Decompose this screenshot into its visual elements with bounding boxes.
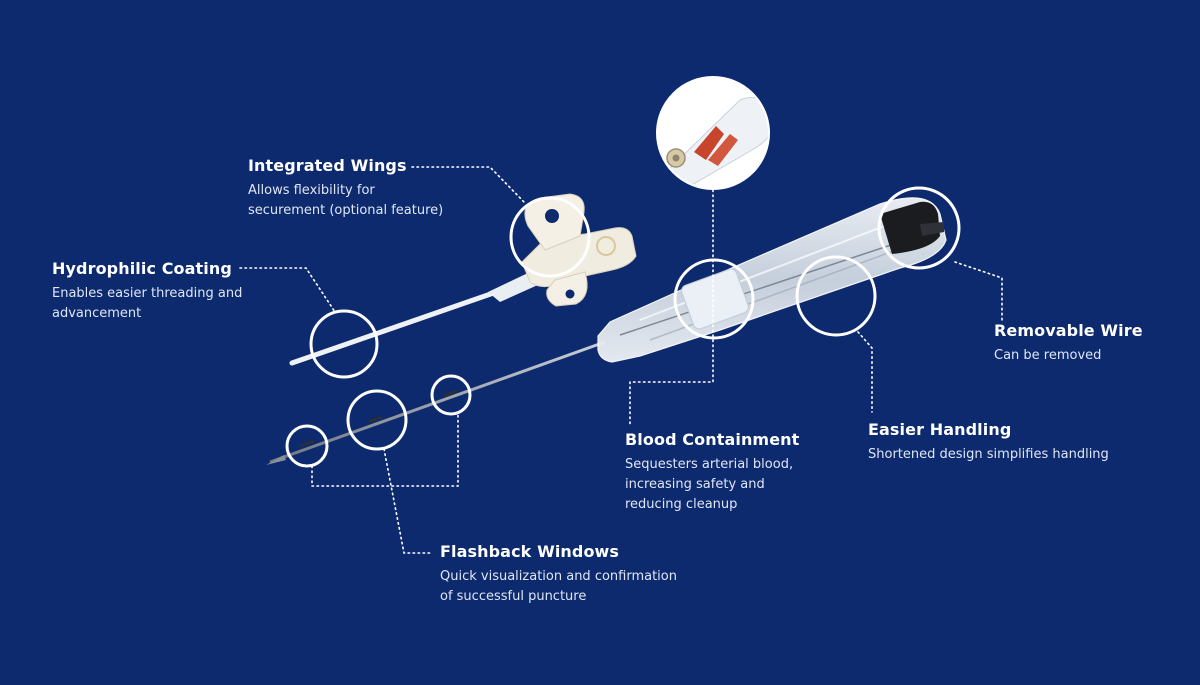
highlight-circles — [285, 186, 961, 468]
upper-wing-hole — [545, 209, 559, 223]
handling-leader — [857, 331, 873, 413]
flashback-windows-title: Flashback Windows — [440, 542, 620, 561]
blood-highlight-circle — [673, 258, 755, 340]
hydrophilic-coating-description: Enables easier threading and advancement — [52, 284, 272, 324]
inset-blood-left — [694, 126, 724, 160]
flashback-windows-description: Quick visualization and confirmation of … — [440, 567, 700, 607]
handling-highlight-circle — [795, 255, 877, 337]
lower-wing — [546, 271, 588, 307]
blood-containment-desc-line: Sequesters arterial blood, — [625, 457, 794, 472]
actuator-tab — [920, 222, 944, 236]
wire-actuator — [880, 201, 940, 254]
flash-highlight-circle-3 — [430, 374, 472, 416]
callout-easier-handling: Easier Handling Shortened design simplif… — [868, 420, 1168, 465]
catheter-with-wings — [289, 193, 637, 366]
blood-containment-description: Sequesters arterial blood, increasing sa… — [625, 455, 835, 515]
inset-port-center — [672, 154, 680, 162]
integrated-wings-title: Integrated Wings — [248, 156, 407, 175]
flashback-windows-desc-line: Quick visualization and confirmation — [440, 569, 677, 584]
needle-shaft — [269, 340, 606, 464]
blood-containment-title: Blood Containment — [625, 430, 800, 449]
removable-wire-title: Removable Wire — [994, 321, 1143, 340]
inset-leader — [629, 189, 714, 426]
blood-containment-inset — [656, 76, 770, 190]
removable-wire-desc-line: Can be removed — [994, 348, 1102, 363]
callout-hydrophilic-coating: Hydrophilic Coating Enables easier threa… — [52, 259, 272, 324]
needle-tip — [266, 455, 286, 465]
guide-wire — [619, 231, 931, 336]
hydrophilic-coating-title: Hydrophilic Coating — [52, 259, 232, 278]
removable-wire-description: Can be removed — [994, 346, 1184, 366]
hub-port — [596, 236, 616, 256]
inset-border — [656, 76, 770, 190]
integrated-wings-desc-line: Allows flexibility for — [248, 183, 375, 198]
inset-chamber — [667, 97, 769, 187]
flash-leader — [383, 448, 433, 554]
coating-leader — [239, 267, 336, 313]
flash-mark-3 — [443, 389, 458, 398]
body-highlight-1 — [639, 219, 901, 321]
wire-highlight-circle — [877, 186, 961, 270]
catheter-tube — [289, 286, 508, 366]
introducer-assembly — [266, 197, 947, 465]
main-body — [597, 197, 947, 363]
lower-wing-hole — [565, 289, 575, 299]
inset-blood-right — [708, 134, 738, 166]
flash-mark-2 — [368, 415, 383, 424]
leader-lines — [239, 166, 1003, 554]
flash-mark-1 — [300, 439, 315, 448]
callout-removable-wire: Removable Wire Can be removed — [994, 321, 1184, 366]
callout-flashback-windows: Flashback Windows Quick visualization an… — [440, 542, 700, 607]
hydrophilic-coating-desc-line: advancement — [52, 306, 142, 321]
hydrophilic-coating-desc-line: Enables easier threading and — [52, 286, 243, 301]
easier-handling-desc-line: Shortened design simplifies handling — [868, 447, 1109, 462]
wire-leader — [954, 261, 1003, 323]
blood-chamber — [681, 268, 749, 330]
blood-containment-desc-line: increasing safety and — [625, 477, 765, 492]
easier-handling-description: Shortened design simplifies handling — [868, 445, 1168, 465]
wings-leader — [411, 166, 526, 204]
blood-containment-desc-line: reducing cleanup — [625, 497, 738, 512]
catheter-taper — [488, 272, 540, 302]
wings-highlight-circle — [509, 196, 591, 278]
flash-highlight-circle-1 — [285, 424, 329, 468]
coating-highlight-circle — [309, 309, 379, 379]
flash-bracket-leader — [311, 413, 459, 487]
easier-handling-title: Easier Handling — [868, 420, 1012, 439]
integrated-wings-description: Allows flexibility for securement (optio… — [248, 181, 488, 221]
integrated-wings-desc-line: securement (optional feature) — [248, 203, 444, 218]
flashback-windows-desc-line: of successful puncture — [440, 589, 587, 604]
flash-highlight-circle-2 — [346, 389, 408, 451]
callout-integrated-wings: Integrated Wings Allows flexibility for … — [248, 156, 488, 221]
callout-blood-containment: Blood Containment Sequesters arterial bl… — [625, 430, 835, 515]
